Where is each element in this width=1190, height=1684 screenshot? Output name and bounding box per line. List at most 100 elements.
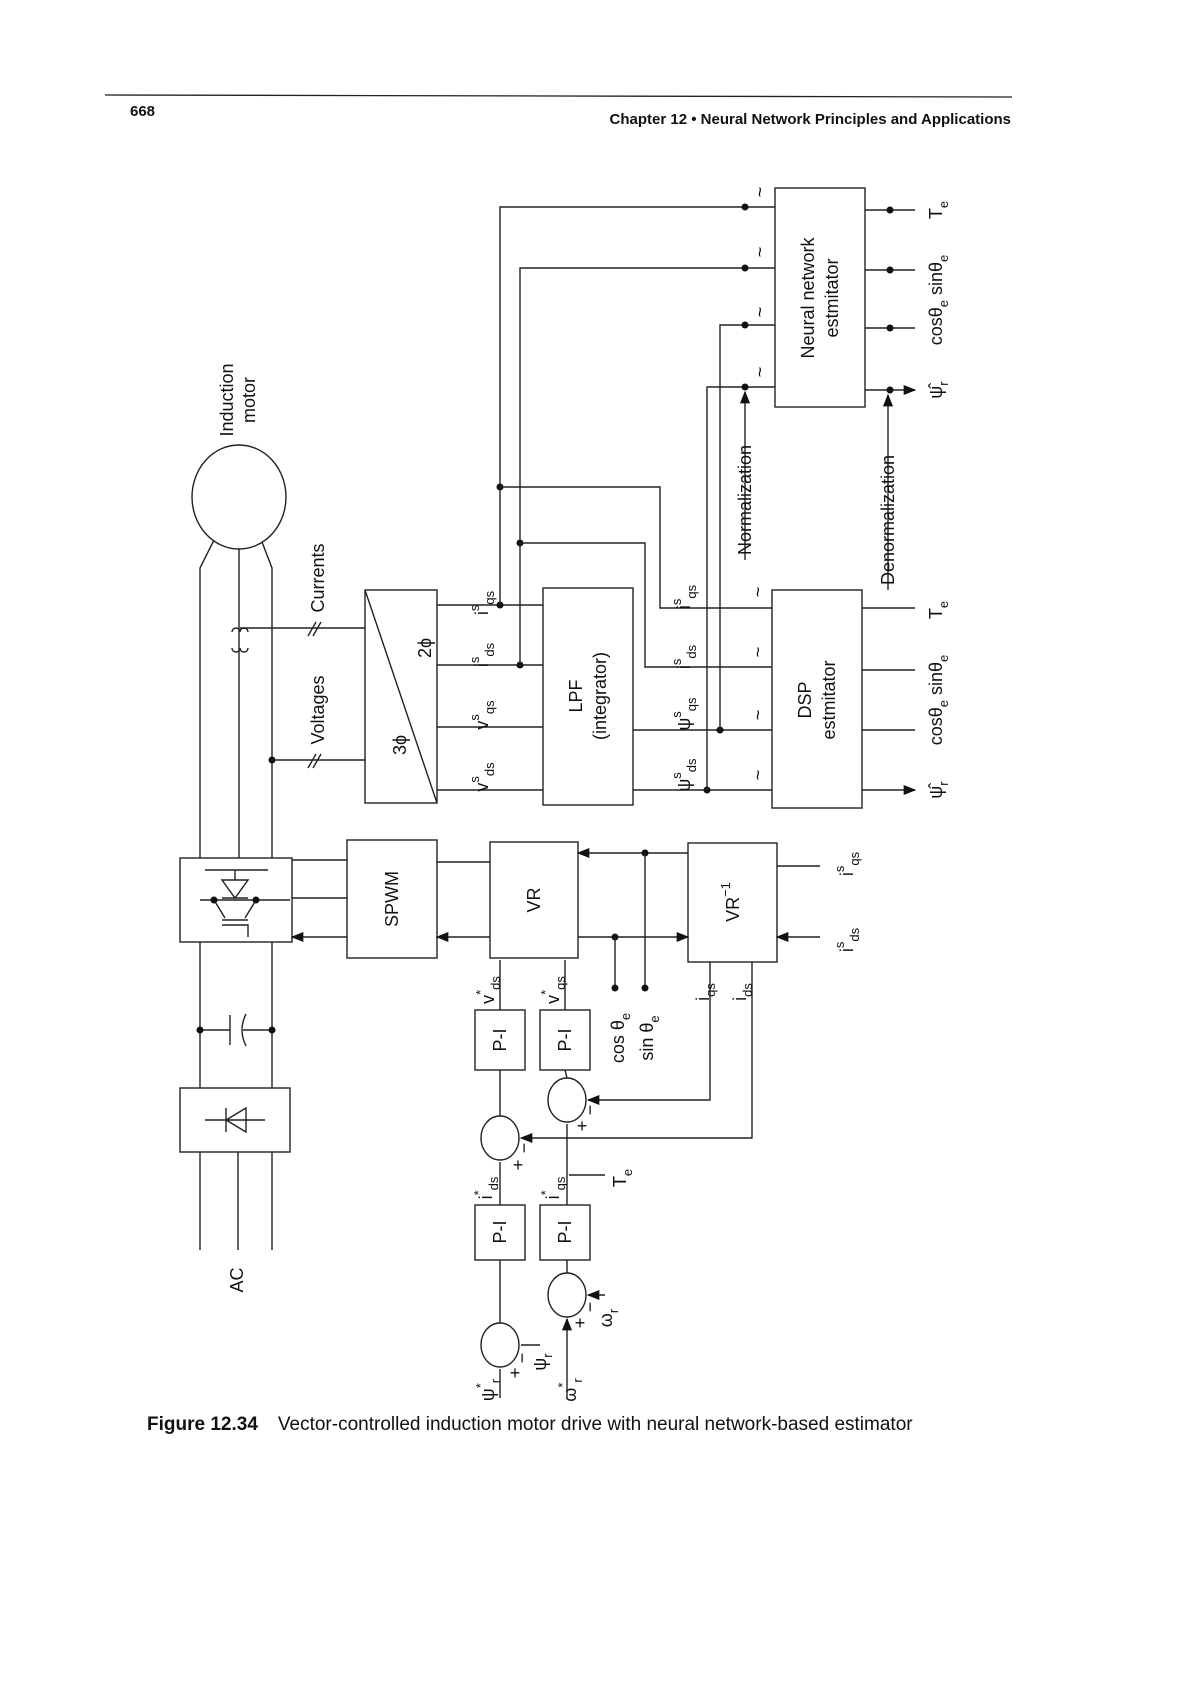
svg-text:ωr: ωr bbox=[596, 1308, 621, 1327]
svg-text:P-I: P-I bbox=[555, 1028, 575, 1051]
ids-label: ids bbox=[730, 983, 755, 1001]
lpf-output-labels: isqs isds ψsqs ψsds bbox=[669, 584, 699, 791]
figure-caption-text: Vector-controlled induction motor drive … bbox=[278, 1414, 913, 1435]
svg-text:−: − bbox=[512, 1353, 532, 1364]
normalization-tilde-marks: ~ ~ ~ ~ ~ ~ ~ ~ bbox=[748, 187, 770, 781]
svg-text:v*ds: v*ds bbox=[473, 976, 503, 1004]
svg-text:Induction: Induction bbox=[217, 363, 237, 436]
vr-inverse-label: VR−1 bbox=[718, 882, 743, 922]
bus-slash-icon bbox=[307, 621, 322, 637]
svg-text:~: ~ bbox=[750, 247, 770, 258]
motor-drive-diagram: Induction motor Currents Voltages 3ϕ 2ϕ … bbox=[179, 187, 951, 1402]
svg-text:(integrator): (integrator) bbox=[590, 652, 610, 740]
svg-text:ψ̂r: ψ̂r bbox=[926, 781, 951, 799]
spwm-label: SPWM bbox=[382, 871, 402, 927]
svg-text:estmitator: estmitator bbox=[822, 258, 842, 337]
iqs-label: iqs bbox=[693, 983, 718, 1001]
converter-output-labels: isqs isds vsqs vsds bbox=[467, 590, 497, 791]
svg-text:isqs: isqs bbox=[467, 590, 497, 615]
neural-network-estimator-block bbox=[774, 187, 866, 408]
svg-text:~: ~ bbox=[750, 307, 770, 318]
svg-text:i*qs: i*qs bbox=[538, 1176, 568, 1199]
svg-text:+: + bbox=[577, 1116, 588, 1136]
3phase-label: 3ϕ bbox=[390, 735, 410, 755]
svg-text:ψsqs: ψsqs bbox=[669, 697, 699, 731]
diode-icon bbox=[205, 1106, 265, 1134]
vr-inv-ids-input-label: isds bbox=[832, 927, 862, 952]
dsp-estimator-block bbox=[771, 589, 863, 809]
ac-label: AC bbox=[227, 1267, 247, 1292]
iqs-feedback-line bbox=[586, 962, 711, 1106]
capacitor-icon bbox=[241, 1013, 247, 1047]
bus-slash-icon bbox=[307, 753, 322, 769]
svg-text:isqs: isqs bbox=[669, 584, 699, 609]
currents-label: Currents bbox=[308, 543, 328, 612]
svg-text:isds: isds bbox=[467, 642, 497, 667]
denormalization-label: Denormalization bbox=[878, 455, 898, 585]
svg-text:estmitator: estmitator bbox=[819, 660, 839, 739]
pi-controller-speed bbox=[539, 1204, 591, 1261]
nn-output-labels: Te cosθe sinθe ψ̂r bbox=[926, 201, 951, 399]
current-sensor-icon bbox=[231, 627, 249, 653]
chapter-title: Chapter 12 • Neural Network Principles a… bbox=[610, 111, 1011, 128]
svg-text:ψ*r: ψ*r bbox=[473, 1378, 503, 1401]
igbt-diode-icon bbox=[200, 869, 290, 937]
svg-text:v*qs: v*qs bbox=[538, 976, 568, 1004]
page-number: 668 bbox=[130, 103, 155, 120]
svg-text:P-I: P-I bbox=[490, 1220, 510, 1243]
figure-number: Figure 12.34 bbox=[147, 1414, 258, 1435]
sin-theta-label: sin θe bbox=[637, 1015, 662, 1060]
svg-text:Te: Te bbox=[610, 1169, 635, 1187]
svg-text:~: ~ bbox=[748, 710, 768, 721]
cos-theta-label: cos θe bbox=[608, 1013, 633, 1063]
svg-text:Te: Te bbox=[926, 201, 951, 219]
dc-link-lines bbox=[199, 942, 273, 1088]
svg-text:ω*r: ω*r bbox=[555, 1378, 585, 1402]
svg-text:P-I: P-I bbox=[555, 1220, 575, 1243]
2phase-label: 2ϕ bbox=[415, 638, 435, 658]
svg-text:cosθe sinθe: cosθe sinθe bbox=[926, 255, 951, 346]
svg-text:i*ds: i*ds bbox=[471, 1176, 501, 1199]
ac-input-lines bbox=[199, 1152, 273, 1250]
induction-motor-symbol bbox=[191, 444, 287, 550]
spwm-block bbox=[346, 839, 438, 959]
svg-text:−: − bbox=[580, 1105, 600, 1116]
vr-inv-iqs-input-label: isqs bbox=[832, 851, 862, 876]
inverse-vector-rotator-block bbox=[687, 842, 778, 963]
header-rule bbox=[104, 94, 1013, 98]
nn-estimator-label: Neural network estmitator bbox=[798, 236, 842, 358]
svg-text:LPF: LPF bbox=[566, 679, 586, 712]
dsp-output-labels: Te cosθe sinθe ψ̂r bbox=[926, 601, 951, 799]
induction-motor-label: Induction motor bbox=[217, 363, 259, 436]
ids-feedback-line bbox=[519, 962, 753, 1144]
svg-text:vsds: vsds bbox=[467, 762, 497, 792]
svg-text:Neural network: Neural network bbox=[798, 236, 818, 358]
vr-label: VR bbox=[524, 887, 544, 912]
svg-text:Te: Te bbox=[926, 601, 951, 619]
svg-text:isds: isds bbox=[669, 644, 699, 669]
svg-text:ψr: ψr bbox=[530, 1353, 555, 1371]
svg-text:+: + bbox=[510, 1363, 521, 1383]
svg-text:P-I: P-I bbox=[490, 1028, 510, 1051]
svg-text:+: + bbox=[513, 1155, 524, 1175]
svg-text:~: ~ bbox=[750, 367, 770, 378]
figure-caption: Figure 12.34 Vector-controlled induction … bbox=[147, 1414, 913, 1435]
lpf-integrator-block bbox=[542, 587, 634, 806]
svg-text:ψ̂r: ψ̂r bbox=[926, 381, 951, 399]
svg-text:~: ~ bbox=[748, 770, 768, 781]
voltages-label: Voltages bbox=[308, 675, 328, 744]
svg-text:~: ~ bbox=[748, 587, 768, 598]
svg-text:−: − bbox=[580, 1302, 600, 1313]
svg-text:DSP: DSP bbox=[795, 681, 815, 718]
pi-controller-vds bbox=[474, 1009, 526, 1071]
svg-text:vsqs: vsqs bbox=[467, 700, 497, 730]
svg-text:~: ~ bbox=[748, 647, 768, 658]
vector-rotator-block bbox=[489, 841, 579, 959]
svg-text:motor: motor bbox=[239, 377, 259, 423]
svg-text:~: ~ bbox=[750, 187, 770, 198]
dsp-estimator-label: DSP estmitator bbox=[795, 660, 839, 739]
control-loop: P-I P-I P-I P-I + − + − + − + − v*ds v*q… bbox=[471, 960, 635, 1402]
svg-text:+: + bbox=[575, 1313, 586, 1333]
svg-text:cosθe sinθe: cosθe sinθe bbox=[926, 655, 951, 746]
